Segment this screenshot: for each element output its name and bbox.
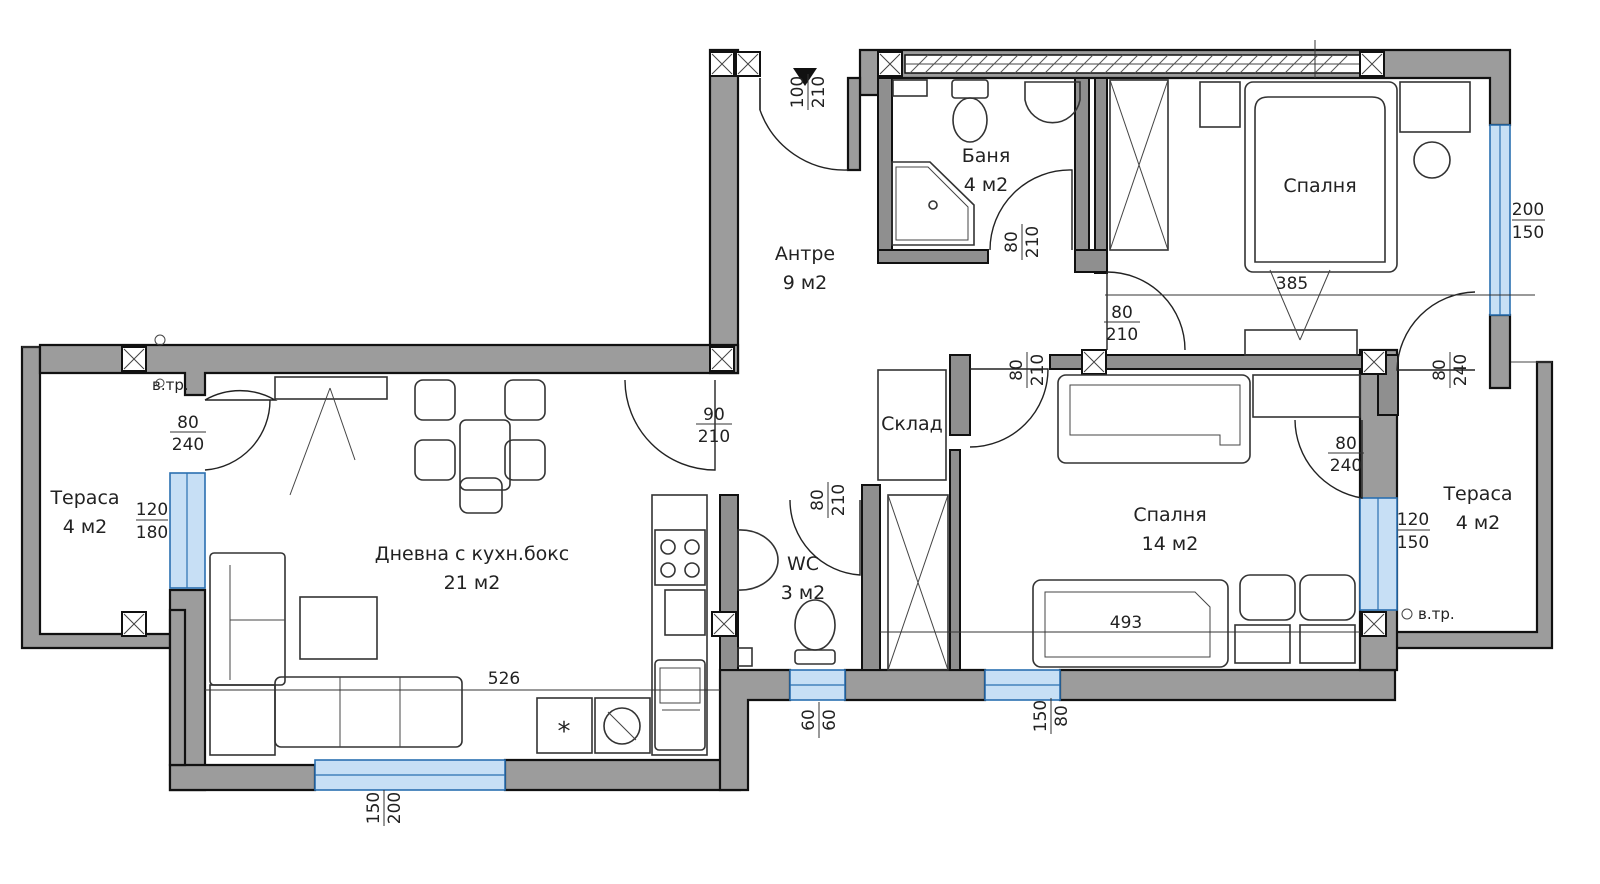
dim-bed2-window-h: 150 [1397, 533, 1429, 553]
entrance-left-wall [708, 48, 740, 375]
bedroom-lower-area: 14 м2 [1142, 533, 1199, 555]
living-area: 21 м2 [444, 572, 501, 594]
dim-bath-door-w: 80 [1002, 231, 1022, 253]
windows [169, 124, 1511, 791]
freezer-asterisk: * [558, 717, 571, 747]
dim-bed1-door-h: 210 [1106, 325, 1138, 345]
dim-bed2-window-w: 120 [1397, 510, 1429, 530]
entrance-upper-wall [846, 76, 862, 172]
entrance-area: 9 м2 [783, 272, 828, 294]
wc-fixtures [737, 529, 836, 667]
dim-living-bottom-window-h: 200 [385, 792, 405, 824]
bathroom-area: 4 м2 [964, 174, 1009, 196]
bathroom-fixtures [891, 79, 1081, 246]
entrance-name: Антре [775, 243, 835, 265]
dim-bed2-bottom-window-w: 150 [1031, 700, 1051, 732]
storage-fixtures [877, 369, 949, 671]
dim-bed2-length: 493 [1110, 613, 1142, 633]
upper-bedroom-furniture [1105, 79, 1535, 356]
dim-bed1-balcony-h: 240 [1451, 354, 1471, 386]
upper-outer-walls [858, 48, 1512, 390]
bedroom-lower-name: Спалня [1133, 504, 1206, 526]
dim-wc-door-h: 210 [829, 484, 849, 516]
dim-living-door-w: 90 [703, 405, 725, 425]
terrace-left-name: Тераса [49, 487, 119, 509]
dim-wc-window-h: 60 [820, 709, 840, 731]
dim-entry-door-h: 210 [809, 76, 829, 108]
vtr-left-label: в.тр. [152, 376, 189, 394]
dim-living-bottom-window-w: 150 [364, 792, 384, 824]
terrace-right-area: 4 м2 [1456, 512, 1501, 534]
terrace-right-name: Тераса [1442, 483, 1512, 505]
dim-living-window-h: 180 [136, 523, 168, 543]
living-furniture [205, 376, 720, 756]
entry-arrow-icon [793, 68, 817, 86]
dim-living-balcony-w: 80 [177, 413, 199, 433]
dim-entry-door-w: 100 [788, 76, 808, 108]
lower-bedroom-furniture [880, 374, 1361, 668]
dim-living-door-h: 210 [698, 427, 730, 447]
dim-storage-door-w: 80 [1007, 359, 1027, 381]
living-outer-walls [38, 343, 742, 792]
bedroom-upper-name: Спалня [1283, 175, 1356, 197]
dim-living-length: 526 [488, 669, 520, 689]
dim-bed1-balcony-w: 80 [1430, 359, 1450, 381]
terrace-left-area: 4 м2 [63, 516, 108, 538]
wc-name: WC [787, 553, 819, 575]
dim-wc-window-w: 60 [799, 709, 819, 731]
storage-name: Склад [881, 413, 943, 435]
living-name: Дневна с кухн.бокс [375, 543, 569, 565]
dim-bed1-width: 385 [1276, 274, 1308, 294]
wc-area: 3 м2 [781, 582, 826, 604]
vtr-right-label: в.тр. [1418, 605, 1455, 623]
dim-wc-door-w: 80 [808, 489, 828, 511]
dim-living-window-w: 120 [136, 500, 168, 520]
columns [121, 51, 1387, 637]
dim-storage-door-h: 210 [1028, 354, 1048, 386]
dim-bed2-balcony-h: 240 [1330, 456, 1362, 476]
dim-bed1-window-h: 150 [1512, 223, 1544, 243]
dim-bed1-window-w: 200 [1512, 200, 1544, 220]
bathroom-name: Баня [962, 145, 1011, 167]
interior-walls [719, 77, 1399, 671]
room-labels: Баня 4 м2 Спалня Антре 9 м2 Дневна с кух… [49, 145, 1512, 747]
dim-bed2-balcony-w: 80 [1335, 434, 1357, 454]
doors [204, 78, 1476, 576]
dim-bed2-bottom-window-h: 80 [1052, 705, 1072, 727]
dim-bed1-door-w: 80 [1111, 303, 1133, 323]
dim-bath-door-h: 210 [1023, 226, 1043, 258]
dimension-labels: 100 210 80 210 80 210 200 150 385 80 240… [136, 74, 1545, 826]
dim-living-balcony-h: 240 [172, 435, 204, 455]
hatched-parapet [909, 54, 1349, 74]
